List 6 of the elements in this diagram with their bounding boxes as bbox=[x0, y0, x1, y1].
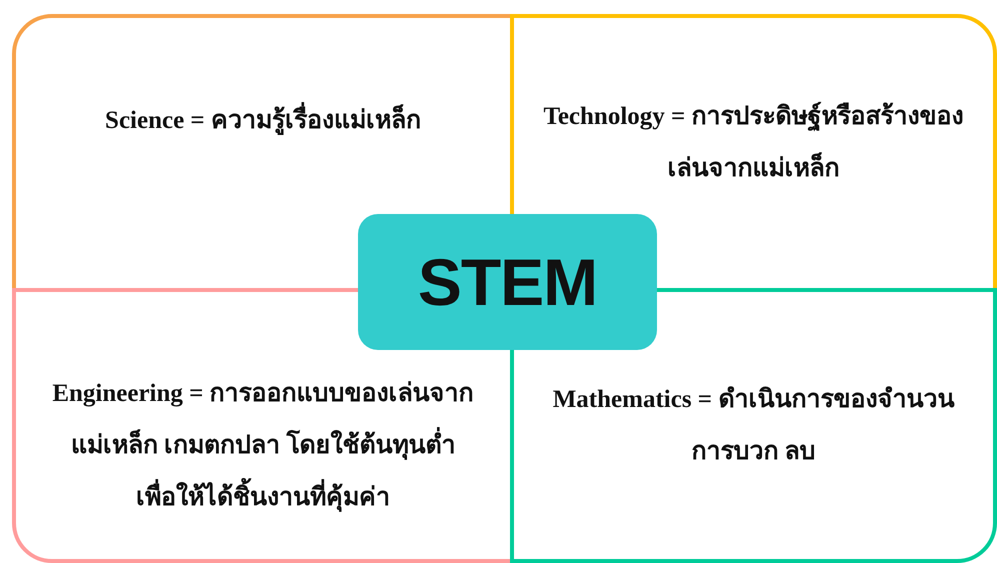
definition-text: Engineering = การออกแบบของเล่นจากแม่เหล็ก เกมตกปลา โดยใช้ต้นทุนต่ำ เพื่อให้ได้ชิ้นงานที่คุ้มค่า bbox=[51, 378, 475, 514]
center-box bbox=[358, 214, 657, 350]
definition-text: Technology = การประดิษฐ์หรือสร้างของเล่นจากแม่เหล็ก bbox=[542, 100, 965, 184]
title-text: STEM bbox=[418, 244, 598, 320]
definition-text: Mathematics = ดำเนินการของจำนวนการบวก ลบ bbox=[552, 384, 956, 466]
definition-text: Science = ความรู้เรื่องแม่เหล็ก bbox=[105, 95, 421, 147]
